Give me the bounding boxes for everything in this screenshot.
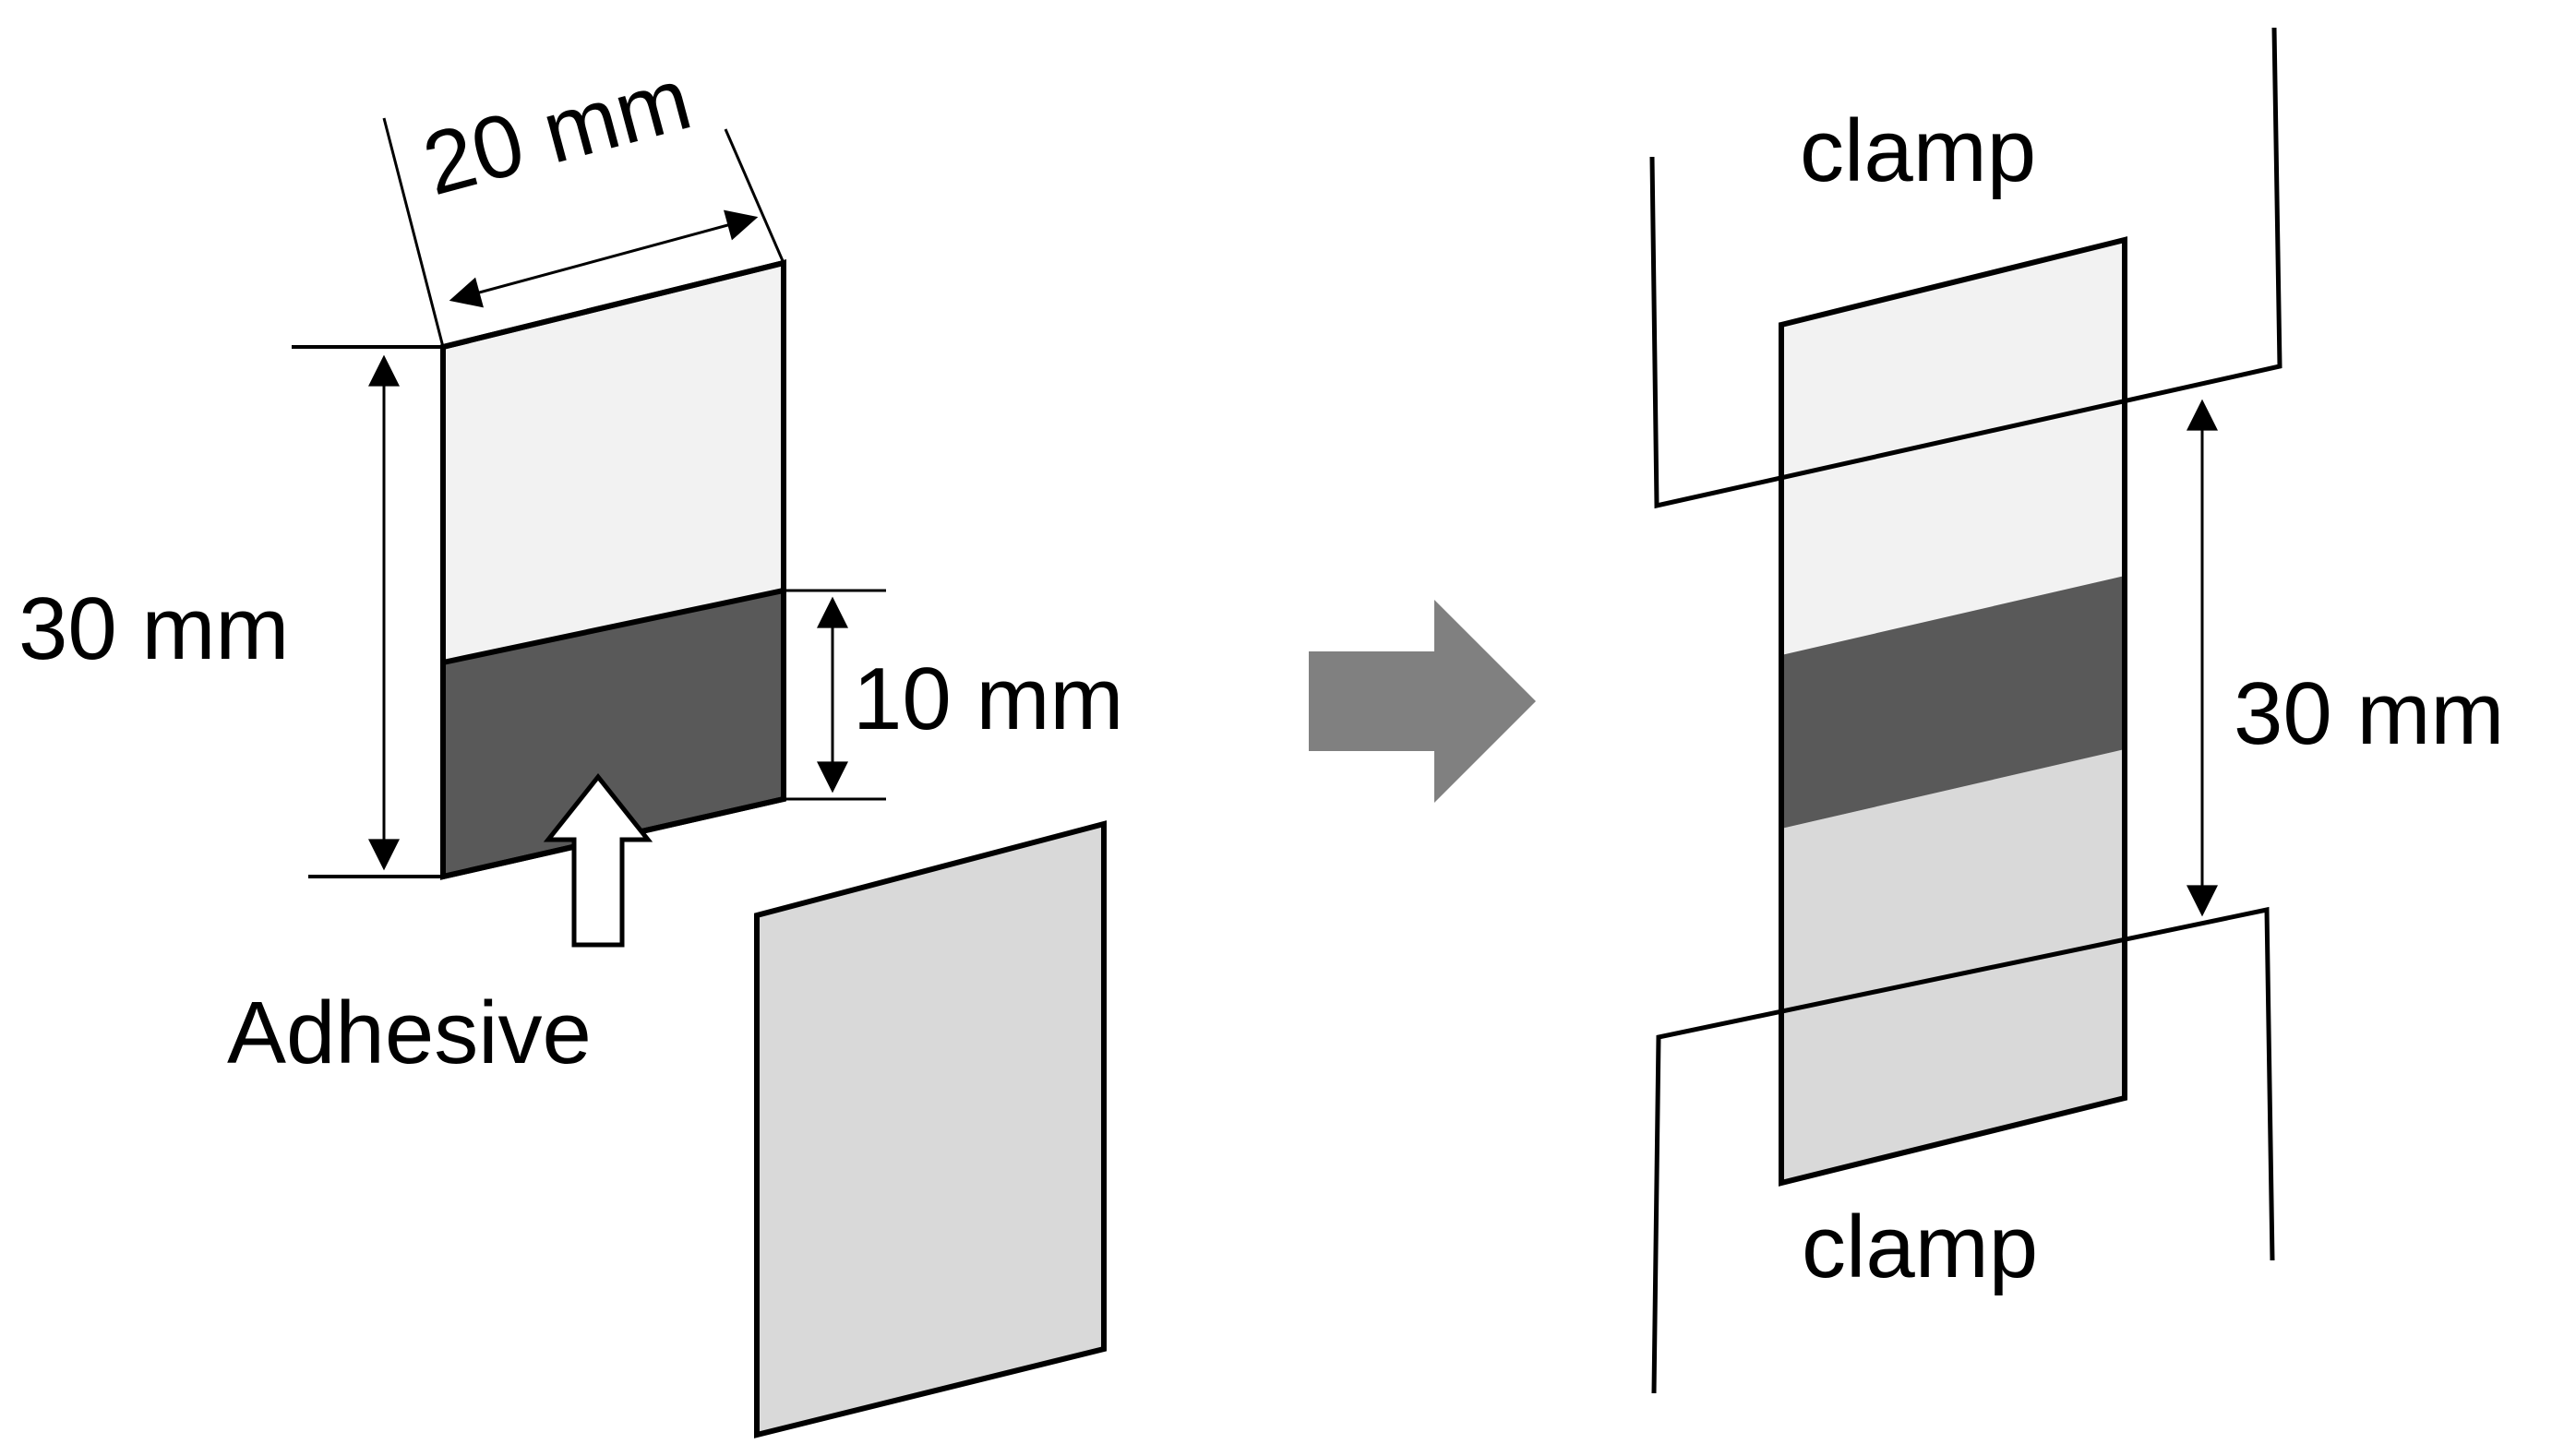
top-clamp [1649, 27, 2282, 509]
adhesive-pointer-arrow [543, 772, 653, 948]
gap-label-right: 30 mm [2234, 664, 2504, 763]
assembled-specimen-outline [1779, 236, 2127, 1187]
overlap-label: 10 mm [853, 650, 1123, 748]
top-clamp-label: clamp [1800, 101, 2036, 200]
right-specimen-group: clamp clamp 30 mm [1649, 27, 2504, 1394]
width-label: 20 mm [413, 49, 701, 214]
bottom-clamp-label: clamp [1802, 1198, 2038, 1296]
bottom-clamp [1651, 906, 2275, 1394]
assembled-lower-substrate [1781, 749, 2125, 1183]
width-extension-right [724, 128, 785, 264]
lower-substrate [754, 820, 1107, 1438]
process-arrow-icon [1309, 600, 1536, 803]
width-extension-left [382, 117, 445, 348]
adhesive-label: Adhesive [227, 984, 592, 1082]
width-dimension-arrow [449, 209, 759, 308]
assembled-upper-substrate [1781, 240, 2125, 655]
assembled-adhesive-region [1781, 576, 2125, 829]
height-label-left: 30 mm [18, 579, 289, 678]
left-specimen-group: 20 mm 30 mm 10 mm Adhesive [18, 49, 1123, 1438]
